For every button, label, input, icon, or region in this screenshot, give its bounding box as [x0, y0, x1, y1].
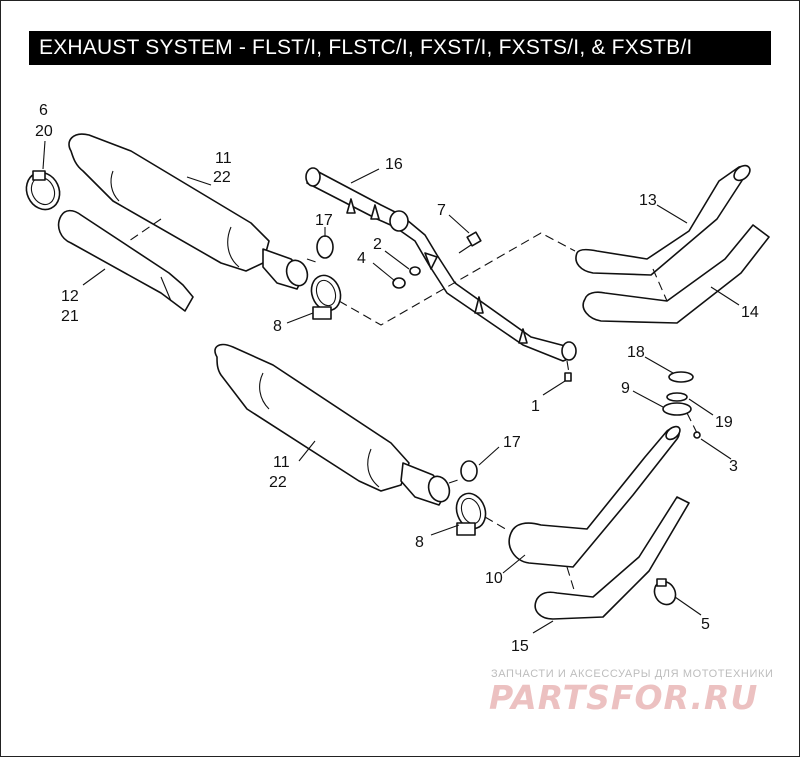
gasket-ring-18	[668, 371, 694, 383]
callout-8-lower: 8	[415, 534, 424, 551]
gasket-upper	[316, 235, 334, 259]
upper-muffler	[68, 133, 309, 290]
callout-9: 9	[621, 380, 630, 397]
bolt-7	[458, 231, 482, 254]
callout-13: 13	[639, 192, 657, 209]
callout-3: 3	[729, 458, 738, 475]
muffler-clamp-upper	[310, 274, 342, 320]
hose-clamp-lower	[653, 578, 677, 606]
callout-16: 16	[385, 156, 403, 173]
callout-12: 12	[61, 288, 79, 305]
screw-1	[564, 372, 572, 382]
watermark-brand: PARTSFOR.RU	[489, 678, 758, 717]
washer-2	[409, 266, 421, 276]
callout-2: 2	[373, 236, 382, 253]
front-header-pipe	[575, 164, 751, 276]
assembly-line	[652, 268, 668, 302]
watermark: ЗАПЧАСТИ И АКСЕССУАРЫ ДЛЯ МОТОТЕХНИКИ PA…	[489, 668, 773, 717]
callout-15: 15	[511, 638, 529, 655]
callout-18: 18	[627, 344, 645, 361]
rear-header-pipe-upper	[582, 224, 770, 324]
callout-1: 1	[531, 398, 540, 415]
callout-6: 6	[39, 102, 48, 119]
callout-14: 14	[741, 304, 759, 321]
watermark-subtitle: ЗАПЧАСТИ И АКСЕССУАРЫ ДЛЯ МОТОТЕХНИКИ	[491, 668, 773, 680]
callout-17-lower: 17	[503, 434, 521, 451]
assembly-line	[686, 412, 698, 434]
callout-8: 8	[273, 318, 282, 335]
page-title: EXHAUST SYSTEM - FLST/I, FLSTC/I, FXST/I…	[29, 31, 771, 65]
retaining-ring-19	[666, 392, 688, 402]
rear-header-pipe-lower	[534, 496, 690, 620]
nut-4	[392, 277, 406, 289]
assembly-line	[128, 218, 162, 242]
callout-22: 22	[213, 169, 231, 186]
mounting-bracket	[305, 167, 577, 362]
callouts: 6 20 11 22 12 21 17 8 16 7 2 4 13 14 1 1…	[35, 102, 759, 655]
assembly-line	[566, 360, 570, 374]
callout-17: 17	[315, 212, 333, 229]
gasket-lower	[460, 460, 478, 482]
callout-7: 7	[437, 202, 446, 219]
callout-22-lower: 22	[269, 474, 287, 491]
assembly-line	[484, 516, 510, 532]
callout-10: 10	[485, 570, 503, 587]
callout-4: 4	[357, 250, 366, 267]
callout-21: 21	[61, 308, 79, 325]
assembly-line	[338, 232, 576, 326]
lower-muffler	[214, 343, 451, 506]
hose-clamp-upper	[25, 170, 61, 211]
callout-11-lower: 11	[273, 454, 290, 471]
callout-20: 20	[35, 123, 53, 140]
assembly-line	[448, 478, 462, 484]
assembly-line	[566, 566, 576, 594]
callout-19: 19	[715, 414, 733, 431]
leader-lines	[42, 140, 740, 634]
muffler-heat-shield	[57, 209, 194, 312]
muffler-clamp-lower	[455, 492, 487, 536]
callout-5: 5	[701, 616, 710, 633]
callout-11: 11	[215, 150, 232, 167]
assembly-line	[306, 258, 320, 264]
flange-9	[662, 402, 692, 416]
front-header-pipe-lower	[508, 425, 681, 568]
